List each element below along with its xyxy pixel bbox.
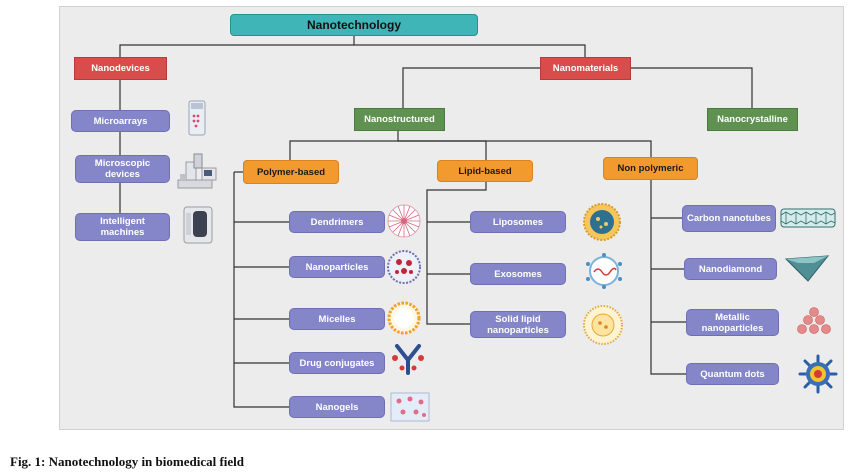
node-microscopic-devices: Microscopic devices	[75, 155, 170, 183]
node-solid-lipid-nanoparticles: Solid lipid nanoparticles	[470, 311, 566, 338]
nanoparticle-icon	[387, 250, 421, 284]
figure-caption: Fig. 1: Nanotechnology in biomedical fie…	[10, 454, 244, 469]
nanogel-icon	[390, 392, 430, 422]
microscope-icon	[177, 153, 217, 189]
node-polymer-based: Polymer-based	[243, 160, 339, 184]
node-nanostructured: Nanostructured	[354, 108, 445, 131]
node-liposomes: Liposomes	[470, 211, 566, 233]
node-non-polymeric: Non polymeric	[603, 157, 698, 180]
nanodiamond-icon	[784, 255, 830, 282]
node-quantum-dots: Quantum dots	[686, 363, 779, 385]
solid-lipid-nanoparticle-icon	[583, 305, 623, 345]
node-nanoparticles: Nanoparticles	[289, 256, 385, 278]
node-nanomaterials: Nanomaterials	[540, 57, 631, 80]
carbon-nanotube-icon	[780, 208, 836, 228]
node-nanogels: Nanogels	[289, 396, 385, 418]
quantum-dot-icon	[798, 354, 838, 394]
node-lipid-based: Lipid-based	[437, 160, 533, 182]
root-node-nanotechnology: Nanotechnology	[230, 14, 478, 36]
node-nanodiamond: Nanodiamond	[684, 258, 777, 280]
node-intelligent-machines: Intelligent machines	[75, 213, 170, 241]
microarray-icon	[188, 100, 206, 136]
node-micelles: Micelles	[289, 308, 385, 330]
metallic-nanoparticle-icon	[797, 307, 831, 334]
node-nanodevices: Nanodevices	[74, 57, 167, 80]
machine-icon	[183, 206, 213, 244]
micelle-icon	[387, 301, 421, 335]
exosome-icon	[586, 253, 622, 289]
node-nanocrystalline: Nanocrystalline	[707, 108, 798, 131]
liposome-icon	[583, 203, 621, 241]
node-drug-conjugates: Drug conjugates	[289, 352, 385, 374]
node-carbon-nanotubes: Carbon nanotubes	[682, 205, 776, 232]
dendrimer-icon	[387, 204, 421, 238]
node-metallic-nanoparticles: Metallic nanoparticles	[686, 309, 779, 336]
antibody-icon	[392, 344, 424, 375]
node-exosomes: Exosomes	[470, 263, 566, 285]
node-microarrays: Microarrays	[71, 110, 170, 132]
node-dendrimers: Dendrimers	[289, 211, 385, 233]
